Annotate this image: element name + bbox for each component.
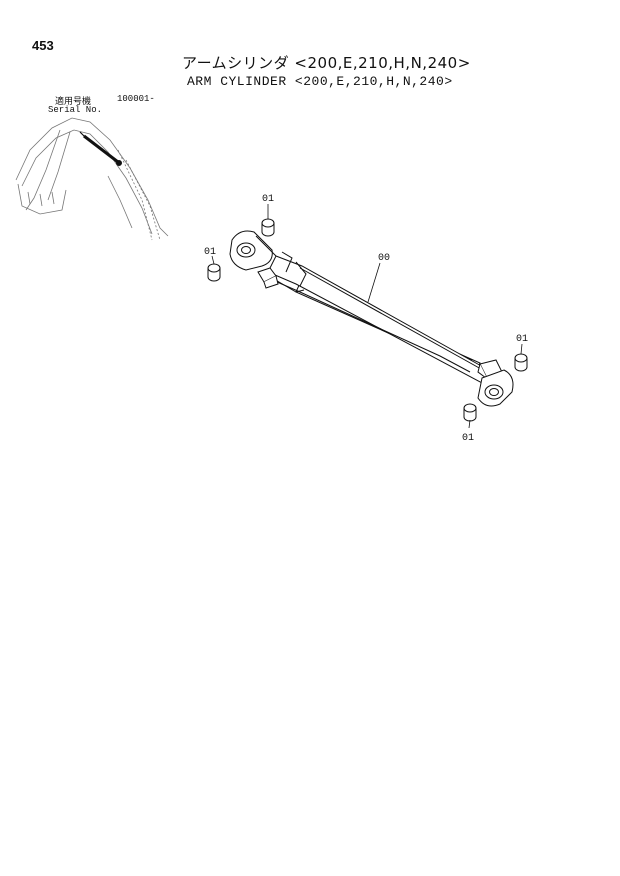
arm-cylinder	[229, 230, 514, 407]
locator-arm-cylinder-highlight	[79, 131, 122, 166]
leader-pin-right	[520, 343, 523, 355]
serial-label-english: Serial No.	[48, 105, 103, 115]
bushing-left	[207, 263, 221, 282]
leader-cylinder	[367, 262, 381, 303]
bushing-right	[514, 353, 528, 372]
port-block-head	[257, 267, 279, 289]
head-end-eye	[229, 230, 277, 271]
callout-cylinder: 00	[378, 253, 390, 264]
page-title-english: ARM CYLINDER <200,E,210,H,N,240>	[187, 74, 453, 89]
leader-pin-left	[211, 255, 215, 265]
page-title-japanese: アームシリンダ <200,E,210,H,N,240>	[182, 54, 471, 72]
bushing-top	[261, 218, 275, 237]
rod-end-eye	[477, 369, 514, 407]
leader-lines	[211, 204, 523, 429]
callout-pin-top: 01	[262, 194, 274, 205]
leader-pin-bottom	[468, 419, 471, 429]
bushing-bottom	[463, 403, 477, 422]
callout-pin-right: 01	[516, 334, 528, 345]
serial-label-japanese: 適用号機	[55, 97, 92, 107]
callout-pin-left: 01	[204, 247, 216, 258]
locator-excavator-sketch	[15, 117, 169, 241]
cylinder-hose	[267, 277, 471, 373]
page-number: 453	[32, 38, 54, 53]
callout-pin-bottom: 01	[462, 433, 474, 444]
serial-range: 100001-	[117, 94, 155, 104]
